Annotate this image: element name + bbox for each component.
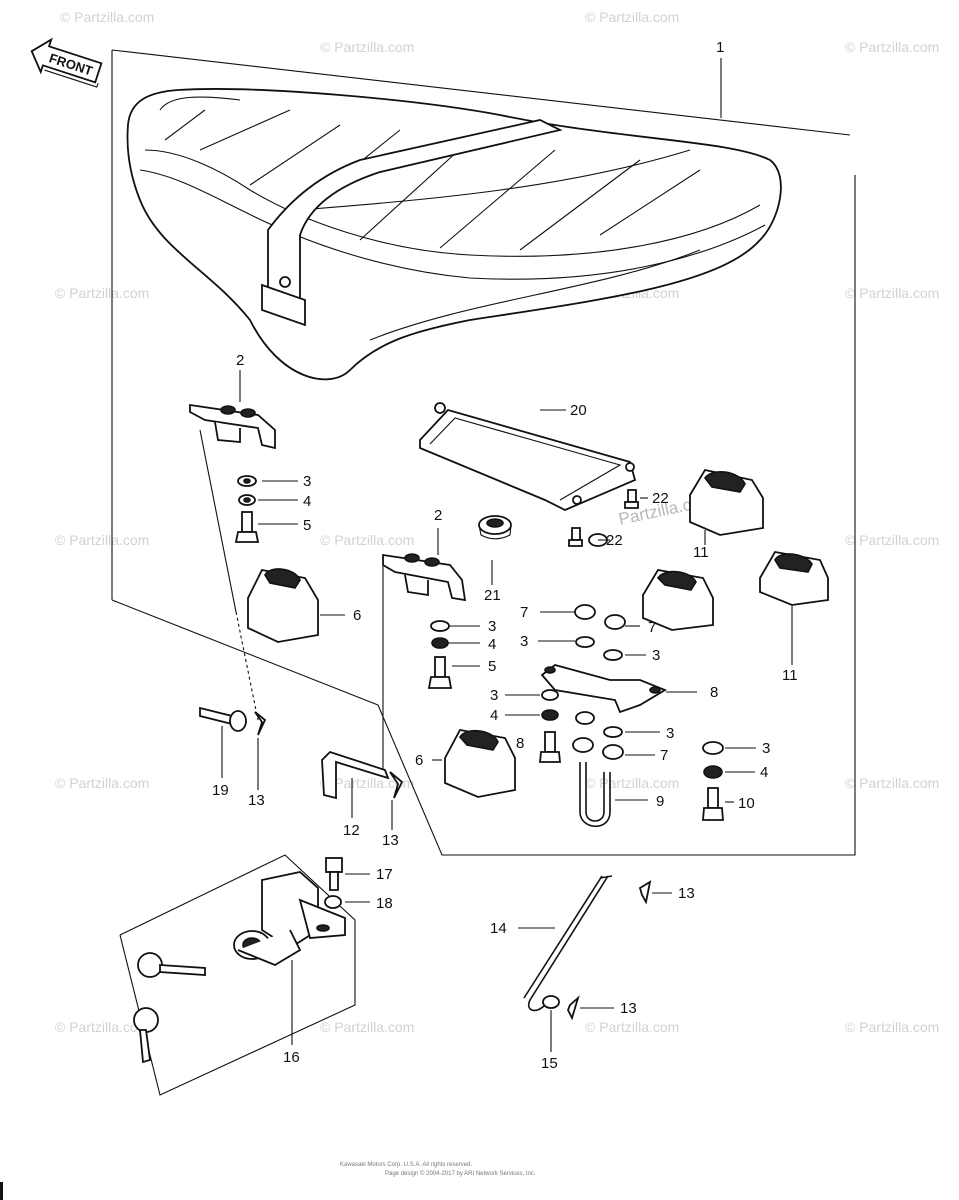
watermark: © Partzilla.com: [845, 39, 939, 55]
leader-lines: [221, 58, 793, 1052]
callout-6: 6: [415, 752, 423, 769]
watermark: © Partzilla.com: [845, 1019, 939, 1035]
callout-3: 3: [520, 633, 528, 650]
callout-22: 22: [652, 490, 669, 507]
watermark: © Partzilla.com: [585, 1019, 679, 1035]
tray-bracket: [419, 402, 637, 511]
callout-2: 2: [236, 352, 244, 369]
watermark: © Partzilla.com: [320, 1019, 414, 1035]
callout-4: 4: [760, 764, 768, 781]
bracket-center: [382, 553, 467, 602]
callout-19: 19: [212, 782, 229, 799]
callout-2: 2: [434, 507, 442, 524]
callout-3: 3: [652, 647, 660, 664]
callout-3: 3: [762, 740, 770, 757]
watermark: © Partzilla.com: [320, 775, 414, 791]
watermark: © Partzilla.com: [55, 1019, 149, 1035]
rubber-damper-left: [247, 568, 319, 643]
rubber-damper-right: [759, 551, 829, 606]
pin-and-clip: [199, 706, 267, 736]
callout-3: 3: [666, 725, 674, 742]
watermark: © Partzilla.com: [845, 285, 939, 301]
watermark: © Partzilla.com: [585, 775, 679, 791]
watermark: © Partzilla.com: [845, 532, 939, 548]
copyright-line-1: Kawasaki Motors Corp. U.S.A. All rights …: [340, 1162, 472, 1168]
callout-15: 15: [541, 1055, 558, 1072]
assembly-outline: [111, 49, 856, 1096]
callout-7: 7: [648, 619, 656, 636]
callout-3: 3: [303, 473, 311, 490]
left-fastener-stack: [234, 475, 260, 543]
callout-13: 13: [382, 832, 399, 849]
callout-8: 8: [516, 735, 524, 752]
copyright-line-2: Page design © 2004-2017 by ARI Network S…: [385, 1170, 536, 1177]
watermark: © Partzilla.com: [320, 532, 414, 548]
callout-13: 13: [678, 885, 695, 902]
watermark: © Partzilla.com: [845, 775, 939, 791]
edge-mark: [0, 1182, 3, 1200]
callout-9: 9: [656, 793, 664, 810]
callout-6: 6: [353, 607, 361, 624]
callout-21: 21: [484, 587, 501, 604]
callout-8: 8: [710, 684, 718, 701]
watermark: © Partzilla.com: [60, 9, 154, 25]
callout-4: 4: [303, 493, 311, 510]
rubber-damper-center-right: [642, 569, 714, 631]
callout-7: 7: [520, 604, 528, 621]
center-fastener-stack: [427, 620, 453, 689]
copyright-footer: Kawasaki Motors Corp. U.S.A. All rights …: [340, 1162, 536, 1177]
callout-7: 7: [660, 747, 668, 764]
callout-20: 20: [570, 402, 587, 419]
callout-3: 3: [490, 687, 498, 704]
callout-4: 4: [488, 636, 496, 653]
callout-14: 14: [490, 920, 507, 937]
callout-11: 11: [782, 667, 798, 684]
callout-3: 3: [488, 618, 496, 635]
callout-1: 1: [716, 39, 724, 56]
callout-13: 13: [248, 792, 265, 809]
callout-12: 12: [343, 822, 360, 839]
seat: [126, 88, 782, 381]
callout-17: 17: [376, 866, 393, 883]
watermark: © Partzilla.com: [55, 285, 149, 301]
bracket-upper-left: [189, 403, 276, 450]
watermark: © Partzilla.com: [55, 775, 149, 791]
rubber-damper-upper-right: [689, 468, 764, 536]
callout-5: 5: [303, 517, 311, 534]
watermark: © Partzilla.com: [585, 9, 679, 25]
callout-13: 13: [620, 1000, 637, 1017]
middle-fastener-cluster: [539, 604, 724, 827]
callout-16: 16: [283, 1049, 300, 1066]
support-rod: [523, 875, 652, 1021]
callout-22: 22: [606, 532, 623, 549]
stay-rod: [321, 750, 404, 800]
callout-5: 5: [488, 658, 496, 675]
callout-numbers: 1 2 2 3 4 5 6 3 4 5 6 7 7 3 3 3 4 8 8 3 …: [212, 39, 798, 1072]
rubber-damper-center: [444, 728, 516, 798]
callout-10: 10: [738, 795, 755, 812]
watermark: © Partzilla.com: [320, 39, 414, 55]
watermark: © Partzilla.com: [55, 532, 149, 548]
helmet-lock: [133, 857, 346, 1064]
grommet: [478, 515, 512, 540]
callout-11: 11: [693, 544, 709, 561]
front-arrow-icon: FRONT: [30, 37, 103, 88]
callout-4: 4: [490, 707, 498, 724]
callout-18: 18: [376, 895, 393, 912]
